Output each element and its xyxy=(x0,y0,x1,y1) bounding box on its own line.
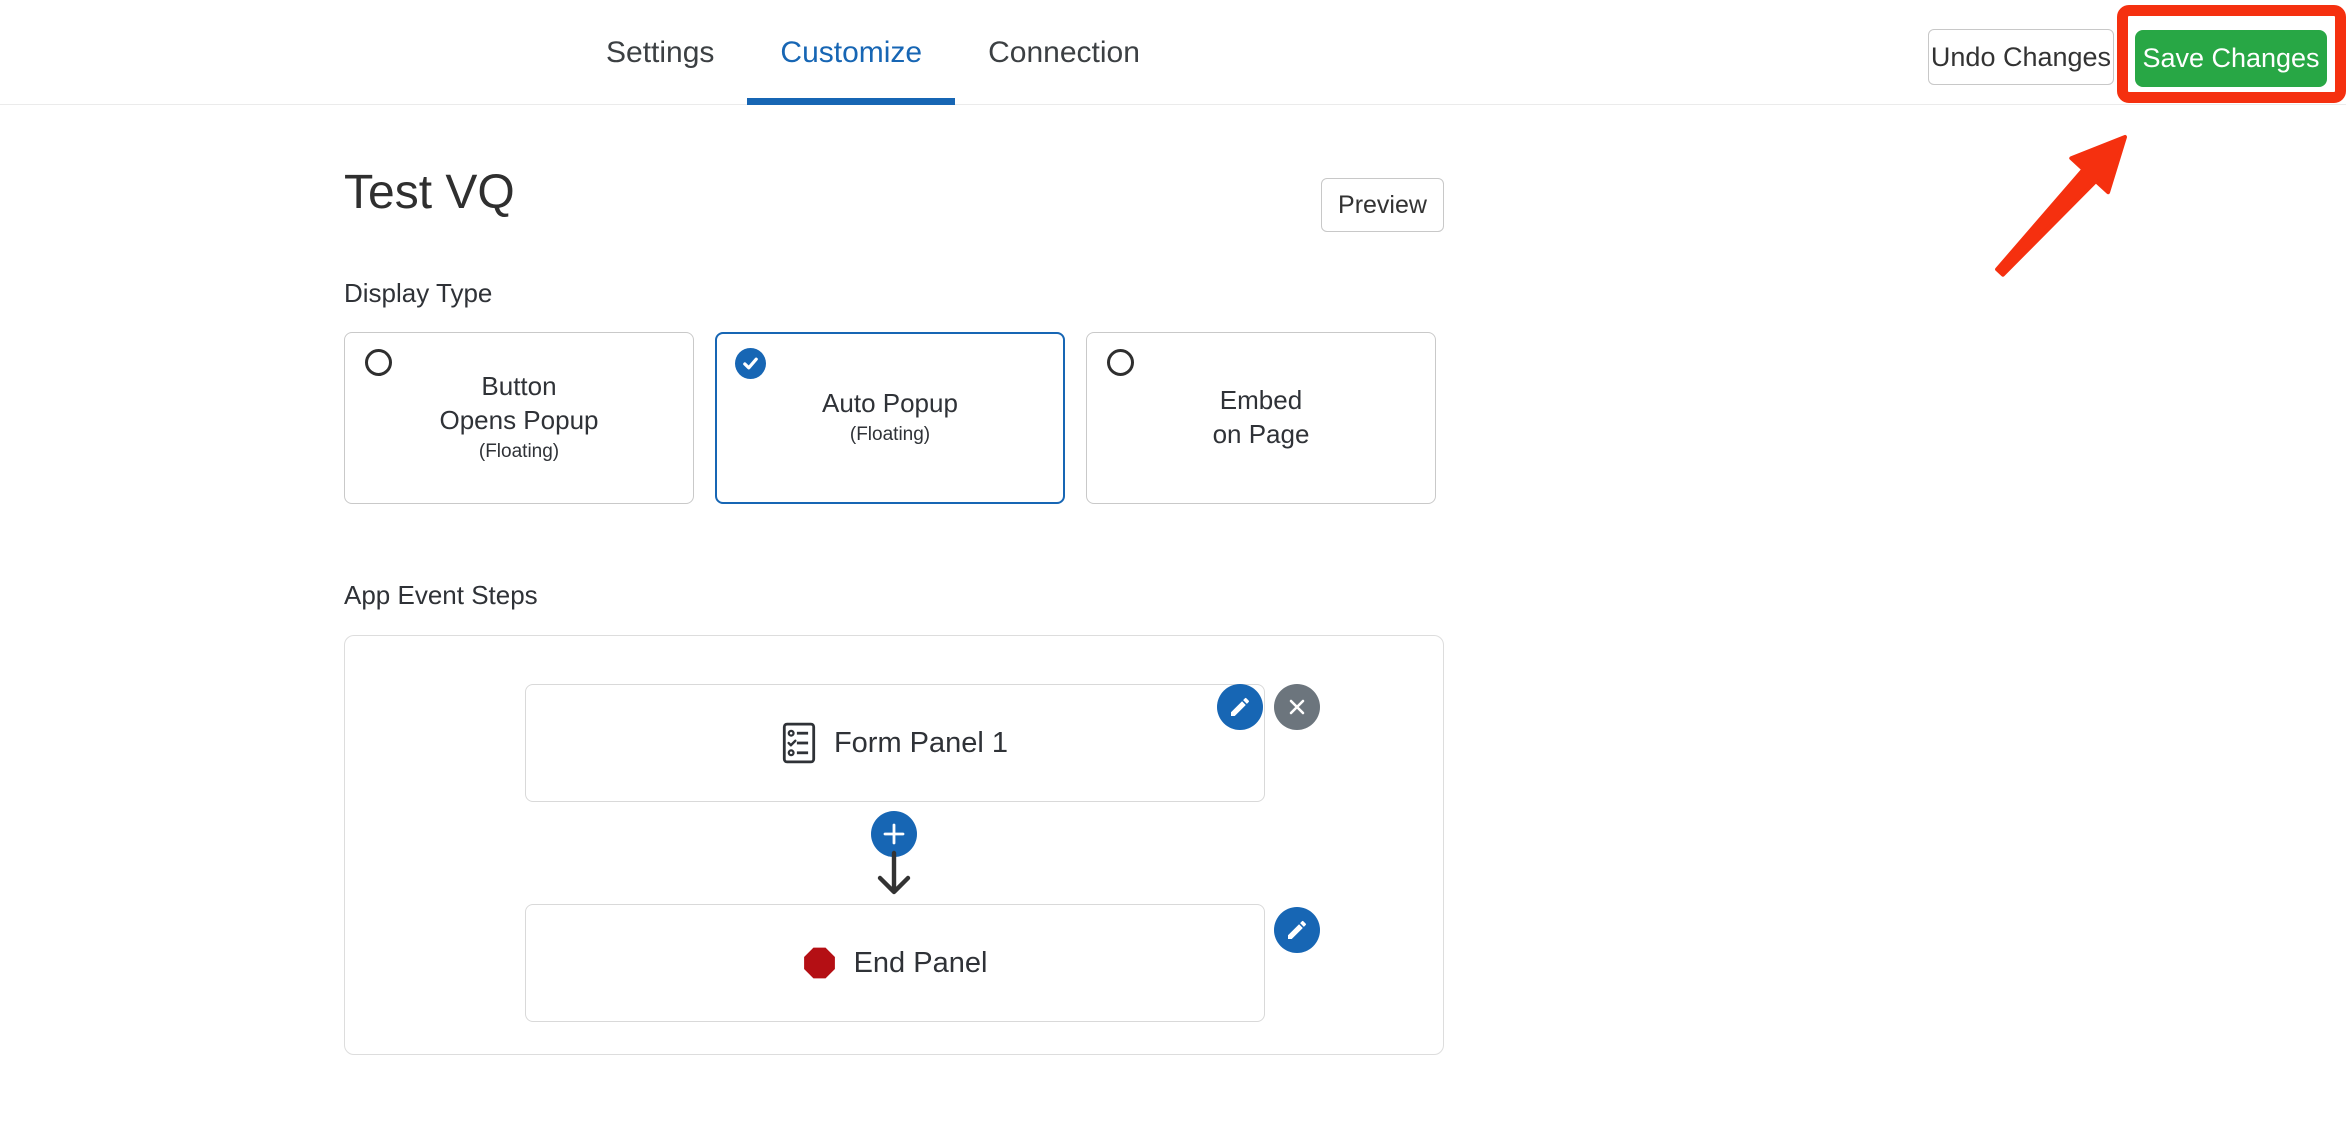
option-auto-popup[interactable]: Auto Popup (Floating) xyxy=(715,332,1065,504)
option-embed-on-page[interactable]: Embed on Page xyxy=(1086,332,1436,504)
option-sublabel: (Floating) xyxy=(478,441,560,463)
add-step-button[interactable] xyxy=(871,811,917,857)
x-icon xyxy=(1289,699,1305,715)
app-event-steps-label: App Event Steps xyxy=(344,580,538,610)
stop-octagon-icon xyxy=(803,947,835,979)
steps-flow-container: Form Panel 1 End Panel xyxy=(344,635,1444,1055)
radio-circle[interactable] xyxy=(365,349,392,376)
option-label: Opens Popup xyxy=(439,405,599,436)
tab-bar: Settings Customize Connection xyxy=(573,0,1173,105)
option-label: Button xyxy=(481,371,557,402)
save-changes-button[interactable]: Save Changes xyxy=(2135,30,2327,87)
option-button-opens-popup[interactable]: Button Opens Popup (Floating) xyxy=(344,332,694,504)
option-label: Embed xyxy=(1219,385,1303,416)
pencil-icon xyxy=(1288,920,1306,939)
tab-settings[interactable]: Settings xyxy=(606,35,715,69)
display-type-label: Display Type xyxy=(344,278,493,308)
annotation-arrow xyxy=(1995,135,2127,277)
arrow-down-icon xyxy=(877,850,911,895)
edit-form-panel-button[interactable] xyxy=(1217,684,1263,730)
end-panel-step[interactable]: End Panel xyxy=(525,904,1265,1022)
undo-changes-button[interactable]: Undo Changes xyxy=(1928,29,2114,85)
option-label: Auto Popup xyxy=(822,388,958,419)
end-panel-label: End Panel xyxy=(853,946,988,979)
edit-end-panel-button[interactable] xyxy=(1274,907,1320,953)
option-sublabel: (Floating) xyxy=(849,424,931,446)
tab-connection[interactable]: Connection xyxy=(988,35,1140,69)
form-panel-label: Form Panel 1 xyxy=(833,726,1009,759)
page-title: Test VQ xyxy=(344,166,515,219)
header: Settings Customize Connection Undo Chang… xyxy=(0,0,2346,105)
radio-circle[interactable] xyxy=(1107,349,1134,376)
tab-customize[interactable]: Customize xyxy=(747,0,955,105)
option-label: on Page xyxy=(1212,419,1310,449)
pencil-icon xyxy=(1231,697,1249,716)
display-type-options: Button Opens Popup (Floating) Auto Popup… xyxy=(344,332,1436,504)
form-list-icon xyxy=(782,722,816,764)
form-panel-step[interactable]: Form Panel 1 xyxy=(525,684,1265,802)
check-icon[interactable] xyxy=(735,348,766,379)
preview-button[interactable]: Preview xyxy=(1321,178,1444,232)
plus-icon xyxy=(883,823,905,845)
remove-form-panel-button[interactable] xyxy=(1274,684,1320,730)
